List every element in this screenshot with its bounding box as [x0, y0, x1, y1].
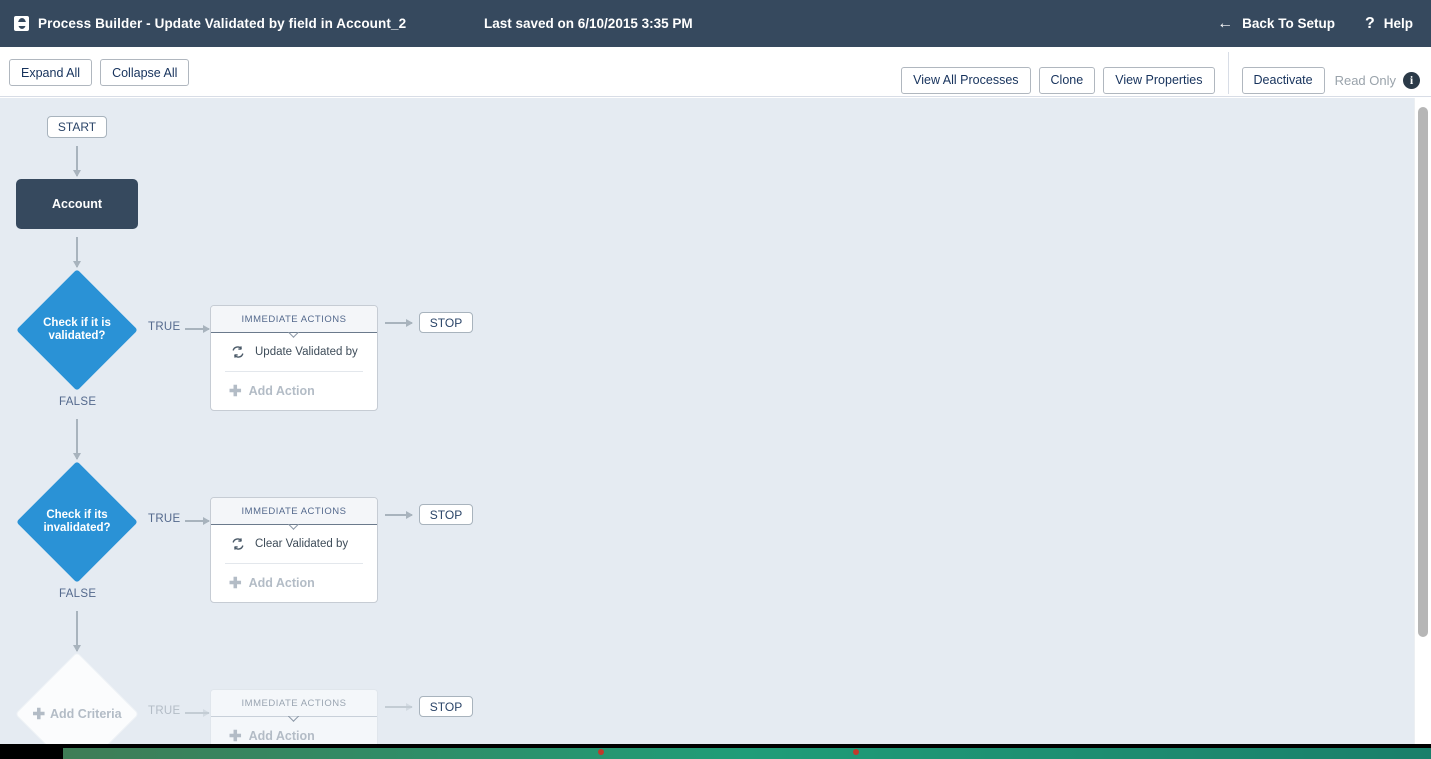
read-only-status: Read Only i [1334, 71, 1420, 89]
connector-false-1 [73, 419, 81, 460]
action-divider-2 [225, 563, 363, 564]
help-label: Help [1383, 16, 1413, 31]
action-panel-3: IMMEDIATE ACTIONS ✚ Add Action [210, 689, 378, 744]
action-row-1[interactable]: Update Validated by [211, 333, 377, 371]
branch-label-false-2: FALSE [59, 588, 97, 600]
add-action-button-2[interactable]: ✚ Add Action [211, 564, 377, 602]
add-action-label-3: Add Action [248, 729, 315, 743]
connector-false-2 [73, 611, 81, 652]
connector-object-to-criteria-1 [73, 237, 81, 268]
canvas-scrollbar-track[interactable] [1414, 98, 1431, 744]
stop-node-1[interactable]: STOP [419, 312, 473, 333]
immediate-actions-header-1[interactable]: IMMEDIATE ACTIONS [211, 306, 377, 333]
action-name-1: Update Validated by [255, 346, 358, 358]
criteria-label-1-line2: validated? [48, 330, 106, 342]
back-to-setup-link[interactable]: ← Back To Setup [1217, 14, 1335, 32]
process-builder-icon [14, 16, 29, 31]
add-action-button-3[interactable]: ✚ Add Action [211, 717, 377, 744]
clone-button[interactable]: Clone [1038, 66, 1096, 94]
back-to-setup-label: Back To Setup [1242, 16, 1335, 31]
chevron-down-icon [288, 524, 299, 530]
process-canvas: START Account Check if it is validated? … [0, 98, 1431, 744]
action-row-2[interactable]: Clear Validated by [211, 525, 377, 563]
add-action-button-1[interactable]: ✚ Add Action [211, 372, 377, 410]
start-node[interactable]: START [47, 116, 107, 138]
deactivate-button[interactable]: Deactivate [1241, 66, 1325, 94]
toolbar-left-group: Expand All Collapse All [9, 59, 190, 86]
view-properties-button[interactable]: View Properties [1103, 66, 1215, 94]
sync-icon [231, 537, 245, 551]
add-action-label-1: Add Action [248, 384, 315, 398]
immediate-actions-header-3[interactable]: IMMEDIATE ACTIONS [211, 690, 377, 717]
criteria-label-1[interactable]: Check if it is validated? [16, 269, 138, 391]
add-criteria-label[interactable]: ✚ Add Criteria [16, 653, 138, 744]
plus-icon: ✚ [32, 705, 46, 723]
arrow-left-icon: ← [1217, 14, 1234, 32]
taskbar-strip [63, 748, 1431, 759]
stop-node-3[interactable]: STOP [419, 696, 473, 717]
action-name-2: Clear Validated by [255, 538, 349, 550]
info-icon[interactable]: i [1403, 71, 1420, 89]
immediate-actions-header-2[interactable]: IMMEDIATE ACTIONS [211, 498, 377, 525]
chevron-down-icon [288, 716, 299, 722]
page-title: Process Builder - Update Validated by fi… [38, 16, 407, 31]
taskbar-indicator-1 [598, 749, 604, 755]
plus-icon: ✚ [229, 574, 242, 592]
branch-label-true-2: TRUE [148, 513, 181, 525]
add-criteria-text: Add Criteria [50, 707, 122, 721]
toolbar-divider [1227, 52, 1229, 94]
connector-panel-to-stop-1 [385, 319, 413, 327]
connector-true-2 [185, 517, 210, 525]
branch-label-true-3: TRUE [148, 705, 181, 717]
connector-panel-to-stop-2 [385, 511, 413, 519]
criteria-label-2[interactable]: Check if its invalidated? [16, 461, 138, 583]
sync-icon [231, 345, 245, 359]
collapse-all-button[interactable]: Collapse All [100, 59, 190, 86]
view-all-processes-button[interactable]: View All Processes [901, 66, 1031, 94]
header-title-group: Process Builder - Update Validated by fi… [14, 0, 406, 47]
add-action-label-2: Add Action [248, 576, 315, 590]
chevron-down-icon [288, 332, 299, 338]
criteria-label-2-line2: invalidated? [43, 522, 111, 534]
stop-node-2[interactable]: STOP [419, 504, 473, 525]
object-node-account[interactable]: Account [16, 179, 138, 229]
question-mark-icon: ? [1364, 14, 1375, 32]
taskbar-indicator-2 [853, 749, 859, 755]
connector-true-1 [185, 325, 210, 333]
immediate-actions-label-1: IMMEDIATE ACTIONS [241, 313, 347, 325]
immediate-actions-label-2: IMMEDIATE ACTIONS [241, 505, 347, 517]
help-link[interactable]: ? Help [1364, 14, 1413, 32]
branch-label-true-1: TRUE [148, 321, 181, 333]
last-saved-status: Last saved on 6/10/2015 3:35 PM [484, 16, 693, 31]
plus-icon: ✚ [229, 382, 242, 400]
connector-start-to-object [73, 146, 81, 177]
criteria-node-2[interactable]: Check if its invalidated? [16, 461, 138, 583]
canvas-scrollbar-thumb[interactable] [1418, 107, 1428, 637]
app-header: Process Builder - Update Validated by fi… [0, 0, 1431, 47]
action-divider-1 [225, 371, 363, 372]
plus-icon: ✚ [229, 727, 242, 744]
criteria-label-2-line1: Check if its [46, 509, 108, 522]
action-panel-1: IMMEDIATE ACTIONS Update Validated by ✚ … [210, 305, 378, 411]
branch-label-false-1: FALSE [59, 396, 97, 408]
read-only-label: Read Only [1334, 72, 1396, 88]
expand-all-button[interactable]: Expand All [9, 59, 93, 86]
action-panel-2: IMMEDIATE ACTIONS Clear Validated by ✚ A… [210, 497, 378, 603]
header-actions: ← Back To Setup ? Help [1217, 0, 1413, 47]
connector-panel-to-stop-3 [385, 703, 413, 711]
immediate-actions-label-3: IMMEDIATE ACTIONS [241, 697, 347, 709]
connector-true-3 [185, 709, 210, 717]
criteria-label-1-line1: Check if it is [43, 317, 111, 330]
add-criteria-node[interactable]: ✚ Add Criteria [16, 653, 138, 744]
toolbar-right-group: View All Processes Clone View Properties… [901, 52, 1431, 101]
criteria-node-1[interactable]: Check if it is validated? [16, 269, 138, 391]
